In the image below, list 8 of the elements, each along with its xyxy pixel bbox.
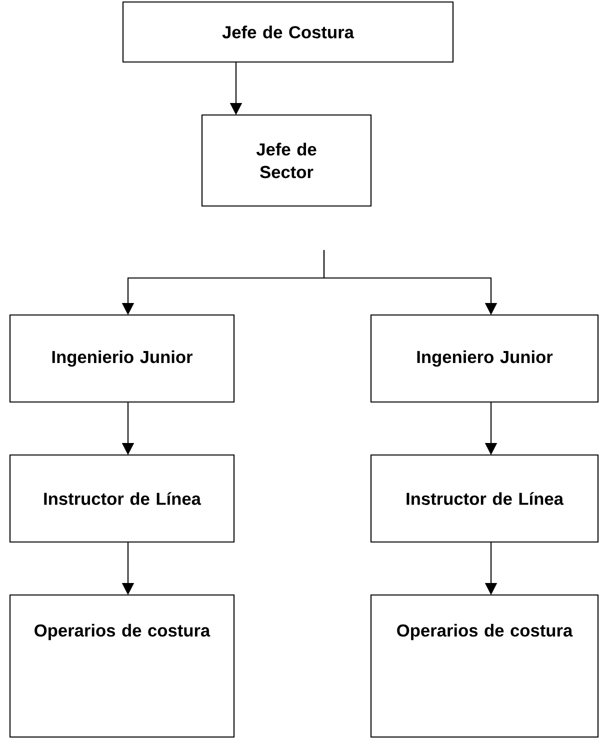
org-box: Jefe de Sector [201, 114, 372, 207]
org-box: Ingeniero Junior [370, 314, 599, 403]
org-box: Instructor de Línea [370, 454, 599, 543]
org-box: Operarios de costura [370, 594, 599, 738]
org-box: Ingenierio Junior [9, 314, 235, 403]
org-box: Jefe de Costura [122, 1, 454, 63]
org-box: Operarios de costura [9, 594, 235, 738]
org-box: Instructor de Línea [9, 454, 235, 543]
